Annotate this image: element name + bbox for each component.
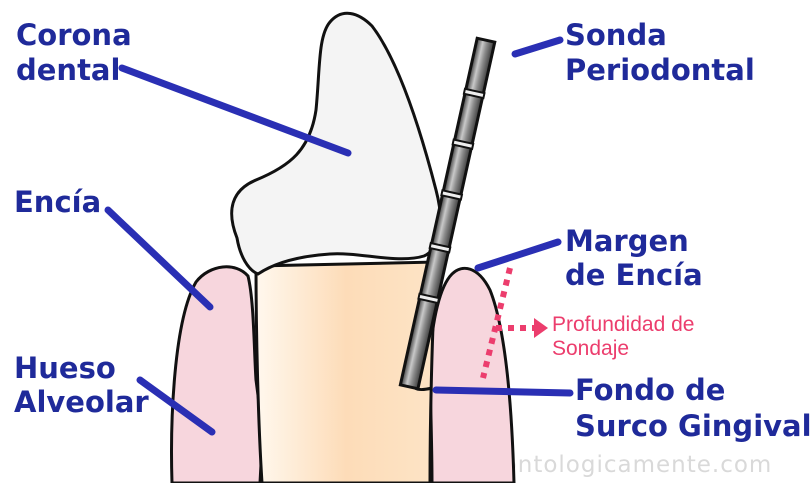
leader-encia	[108, 210, 210, 307]
label-profundidad-line2: Sondaje	[552, 337, 629, 360]
leader-sonda	[515, 40, 560, 54]
label-margen-line1: Margen	[565, 224, 689, 258]
probing-depth-arrowhead	[534, 318, 548, 338]
tooth-crown	[232, 13, 441, 274]
label-fondo-line2: Surco Gingival	[575, 409, 812, 443]
label-corona-line1: Corona	[16, 18, 132, 52]
label-sonda-line1: Sonda	[565, 18, 667, 52]
leader-fondo	[436, 390, 570, 393]
label-fondo-line1: Fondo de	[575, 373, 725, 407]
label-encia: Encía	[14, 185, 101, 219]
gum-left	[172, 267, 262, 483]
label-profundidad-line1: Profundidad de	[552, 313, 694, 336]
leader-margen	[478, 242, 558, 268]
label-margen-line2: de Encía	[565, 258, 703, 292]
watermark-text: odontologicamente.com	[472, 452, 772, 478]
label-sonda-line2: Periodontal	[565, 53, 755, 87]
gum-right	[430, 268, 514, 483]
label-hueso-line1: Hueso	[14, 351, 116, 385]
label-hueso-line2: Alveolar	[14, 385, 149, 419]
label-corona-line2: dental	[16, 53, 120, 87]
leader-corona	[122, 68, 348, 153]
